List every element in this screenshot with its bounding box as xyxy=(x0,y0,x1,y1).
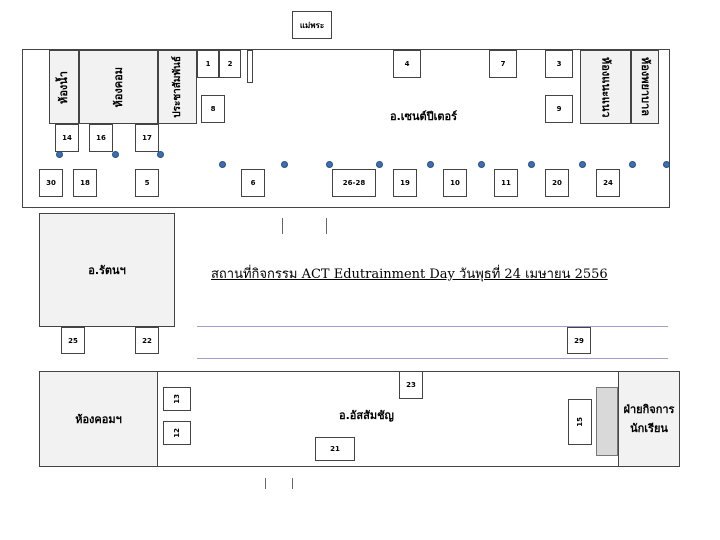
nurse-room: ห้องพยาบาล xyxy=(631,50,659,124)
booth-6: 6 xyxy=(241,169,265,197)
rattana-building-label: อ.รัตนฯ xyxy=(88,264,126,277)
booth-11: 11 xyxy=(494,169,518,197)
computer-room-bottom-label: ห้องคอมฯ xyxy=(75,413,122,426)
student-affairs-label-1: ฝ่ายกิจการ xyxy=(623,403,675,416)
marker-dot xyxy=(326,161,333,168)
marker-dot xyxy=(478,161,485,168)
marker-dot xyxy=(663,161,670,168)
booth-13: 13 xyxy=(163,387,191,411)
path-mark xyxy=(326,218,327,234)
booth-23: 23 xyxy=(399,371,423,399)
computer-room-bottom: ห้องคอมฯ xyxy=(39,371,158,467)
nurse-room-label: ห้องพยาบาล xyxy=(639,57,652,117)
toilet-room: ห้องน้ำ xyxy=(49,50,79,124)
booth-15-label: 15 xyxy=(576,417,584,427)
booth-8: 8 xyxy=(201,95,225,123)
doorway-block xyxy=(596,387,618,456)
booth-21: 21 xyxy=(315,437,355,461)
marker-dot xyxy=(376,161,383,168)
marker-dot xyxy=(157,151,164,158)
booth-3: 3 xyxy=(545,50,573,78)
shrine-label: แม่พระ xyxy=(292,11,332,39)
guidance-room-label: ห้องแนะแนว xyxy=(599,56,613,118)
booth-1: 1 xyxy=(197,50,219,78)
booth-30: 30 xyxy=(39,169,63,197)
booth-13-label: 13 xyxy=(173,394,181,404)
marker-dot xyxy=(528,161,535,168)
student-affairs-room: ฝ่ายกิจการ นักเรียน xyxy=(618,371,680,467)
marker-dot xyxy=(56,151,63,158)
booth-16: 16 xyxy=(89,124,113,152)
booth-2: 2 xyxy=(219,50,241,78)
page-title: สถานที่กิจกรรม ACT Edutrainment Day วันพ… xyxy=(211,267,608,282)
booth-18: 18 xyxy=(73,169,97,197)
walkway-line xyxy=(197,326,668,327)
computer-room-top-label: ห้องคอม xyxy=(111,66,125,108)
booth-22: 22 xyxy=(135,327,159,354)
guidance-room: ห้องแนะแนว xyxy=(580,50,631,124)
computer-room-top: ห้องคอม xyxy=(79,50,158,124)
booth-9: 9 xyxy=(545,95,573,123)
rattana-building: อ.รัตนฯ xyxy=(39,213,175,327)
booth-5: 5 xyxy=(135,169,159,197)
marker-dot xyxy=(219,161,226,168)
booth-20: 20 xyxy=(545,169,569,197)
center-building-label: อ.เซนต์ปีเตอร์ xyxy=(390,110,458,123)
toilet-label: ห้องน้ำ xyxy=(57,70,70,104)
path-mark xyxy=(292,478,293,489)
pillar xyxy=(247,50,253,83)
student-affairs-label-2: นักเรียน xyxy=(630,422,668,435)
booth-17: 17 xyxy=(135,124,159,152)
booth-19: 19 xyxy=(393,169,417,197)
marker-dot xyxy=(579,161,586,168)
marker-dot xyxy=(629,161,636,168)
booth-14: 14 xyxy=(55,124,79,152)
booth-12: 12 xyxy=(163,421,191,445)
booth-24: 24 xyxy=(596,169,620,197)
booth-26-28: 26-28 xyxy=(332,169,376,197)
walkway-line xyxy=(197,358,668,359)
path-mark xyxy=(282,218,283,234)
booth-7: 7 xyxy=(489,50,517,78)
booth-15: 15 xyxy=(568,399,592,445)
marker-dot xyxy=(281,161,288,168)
assumption-building-label: อ.อัสสัมชัญ xyxy=(339,409,394,422)
booth-29: 29 xyxy=(567,327,591,354)
booth-12-label: 12 xyxy=(173,428,181,438)
marker-dot xyxy=(112,151,119,158)
booth-10: 10 xyxy=(443,169,467,197)
booth-25: 25 xyxy=(61,327,85,354)
pr-room: ประชาสัมพันธ์ xyxy=(158,50,197,124)
path-mark xyxy=(265,478,266,489)
booth-4: 4 xyxy=(393,50,421,78)
pr-room-label: ประชาสัมพันธ์ xyxy=(172,56,183,118)
marker-dot xyxy=(427,161,434,168)
